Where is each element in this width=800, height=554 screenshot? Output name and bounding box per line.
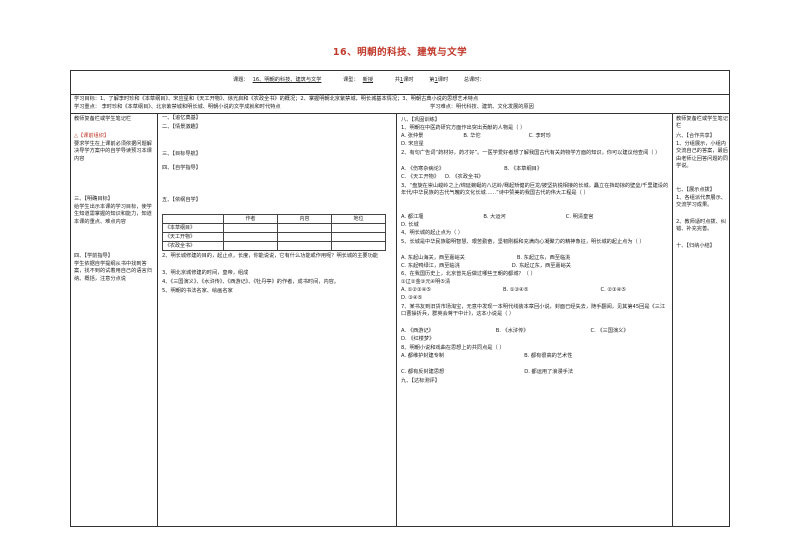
quiz-q7-options: A. 《西游记》B. 《水浒传》C. 《三国演义》 (401, 328, 629, 334)
quiz-q4: 4、明长城的起止点为（ ） (401, 230, 464, 236)
section-goals: 三、【明确目标】 (74, 196, 113, 202)
section-guide-body: 学生依据自学提纲从书中找到答案，找不到的试着用自己的语言归纳、概括，注意分点说 (74, 261, 152, 282)
question-artists: 5、明朝的书法名家、绘画名家 (162, 288, 233, 294)
quiz-q2: 2、有句广告词“药材好，药才好”。一医学爱好者想了解我国古代有关药物学方面的知识… (401, 150, 661, 156)
section-present-body-1: 1、各组派代表展示、交流学习成果。 (676, 195, 726, 209)
section-self-guide: 四、【自学指导】 (162, 165, 201, 171)
quiz-q2-options-2: C. 《天工开物》D. 《农政全书》 (401, 174, 484, 180)
table-header-cell: 内容 (277, 214, 332, 224)
section-share-body: 1、分组展示，小组内交流自己的答案，最后由老师让回答问题的同学说。 (676, 141, 728, 170)
section-present-body-2: 2、教师适时点拨、纠错、补充完善。 (676, 219, 726, 233)
section-target: 三、【目标导航】 (162, 151, 201, 157)
quiz-q3: 3、“盘旋在崇山峻岭之上/绵延蜿蜒的八达岭/骞起矫健的巨龙/披坚执锐相接的长城，… (401, 183, 669, 197)
learning-goals: 学习目标：1、了解李时珍和《本草纲目》、宋应星和《天工开物》、徐光启和《农政全书… (74, 96, 479, 102)
quiz-q7: 7、某书友到旧货市场淘宝，无意中发现一本明代线装本章回小说，封面已经失去，随手翻… (401, 304, 666, 318)
table-cell: 《本草纲目》 (162, 223, 224, 233)
column-divider (396, 113, 397, 527)
section-self-study: 五、【依纲自学】 (162, 197, 201, 203)
col1-header: 教师复备栏或学生笔记栏 (74, 116, 132, 122)
divider (70, 94, 730, 95)
question-great-wall: 2、明长城修建的目的，起止点，长度，你能说说，它有什么功能或作用呢？明长城的主要… (162, 253, 378, 259)
learning-focus: 学习重点： 李时珍和《本草纲目》、北京紫禁城和明长城、明朝小说的文学成就和时代特… (74, 104, 281, 110)
section-recall: 一、【追忆奠基】 (162, 115, 201, 121)
quiz-q6-option-d: D. ③④⑤ (401, 295, 423, 301)
section-pre-class: △【课前组织】 (74, 133, 110, 139)
table-header-cell (162, 214, 224, 224)
table-row: 《天工开物》 (162, 232, 386, 242)
section-goals-body: 给学生出示本课的学习目标，使学生知道需掌握的知识和能力，知道本课的重点、难点内容 (74, 204, 152, 225)
quiz-q1-option-d: D. 宋应星 (401, 141, 424, 147)
column-divider (672, 113, 673, 527)
quiz-q1: 1、明朝在中医药研究方面作出突出贡献的人物是（ ） (401, 125, 526, 131)
section-assessment: 九、【达标测评】 (401, 378, 440, 384)
table-row: 《农政全书》 (162, 241, 386, 251)
column-divider (157, 113, 158, 527)
header-topic: 课题：16、明朝的科技、建筑与文学 课型：新授 共1课时 第1课时 总课时： (233, 77, 485, 83)
table-cell: 《天工开物》 (162, 232, 224, 242)
table-row: 《本草纲目》 (162, 223, 386, 233)
quiz-q8: 8、明朝小说和戏曲在思想上的共同点是（ ） (401, 345, 505, 351)
section-summary: 十、【归纳小结】 (676, 243, 715, 249)
table-header-cell: 作者 (223, 214, 278, 224)
quiz-q6: 6、在我国历史上，北京曾先后做过哪些王朝的都城？（ ） (401, 271, 536, 277)
table-header-row: 作者 内容 地位 (162, 214, 386, 224)
question-novels: 4、《三国演义》、《水浒传》、《西游记》、《牡丹亭》的作者，成书时间，内容。 (162, 279, 340, 285)
section-guide: 四、【学前指导】 (74, 253, 113, 259)
col4-header: 教师复备栏或学生笔记栏 (676, 116, 728, 130)
section-pre-class-body: 要求学生在上课前必须依据问题解决导学方案中的自学导读预习本课内容 (74, 141, 152, 162)
section-interest: 二、【情景激趣】 (162, 124, 201, 130)
quiz-q5: 5、长城是中华民族聪明智慧、艰苦勤奋，坚韧刚毅和充满向心凝聚力的精神象征，明长城… (401, 239, 645, 245)
section-consolidation: 八、【巩固训练】 (401, 117, 440, 123)
lesson-plan-frame (70, 70, 730, 527)
question-beijing-city: 3、明北京城修建的时间，皇帝，组成 (162, 270, 249, 276)
page-title: 16、明朝的科技、建筑与文学 (332, 47, 468, 58)
table-cell: 《农政全书》 (162, 241, 224, 251)
quiz-q2-options-1: A. 《伤寒杂病论》B. 《本草纲目》 (401, 166, 543, 172)
table-header-cell: 地位 (331, 214, 386, 224)
quiz-q6-choices: ①辽②金③元④明⑤清 (401, 279, 451, 285)
learning-difficulty: 学习难点：明代科技、建筑、文化发展的原因 (430, 104, 534, 110)
works-table: 作者 内容 地位 《本草纲目》 《天工开物》 《农政全书》 (162, 214, 386, 251)
section-present: 七、【展示点拨】 (676, 187, 715, 193)
divider (70, 113, 730, 114)
section-share: 六、【合作共享】 (676, 133, 715, 139)
quiz-q7-option-d: D. 《红楼梦》 (401, 336, 435, 342)
quiz-q3-option-d: D. 长城 (401, 222, 419, 228)
